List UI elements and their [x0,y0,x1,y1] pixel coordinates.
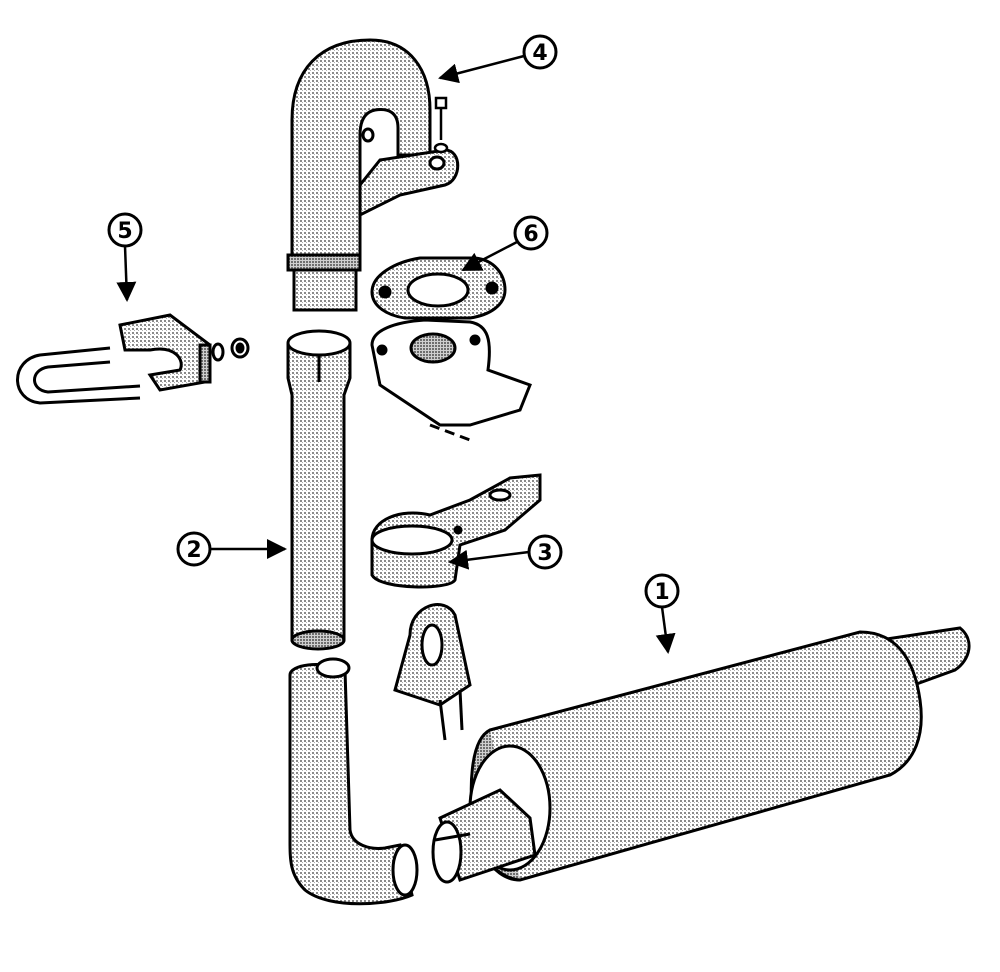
muffler-clamp [393,603,472,741]
callout-2: 2 [176,531,287,567]
muffler [431,626,971,884]
callout-3: 3 [448,534,563,570]
center-pipe [286,329,352,651]
callout-6: 6 [461,215,549,272]
callout-1: 1 [644,573,680,654]
callout-4: 4 [438,34,558,84]
u-bolt-clamp [16,313,250,405]
flange-bolt [433,96,449,154]
pipe-bracket [370,473,542,589]
callout-5: 5 [107,212,143,302]
callout-1-label: 1 [654,580,669,605]
upper-elbow-pipe [286,38,460,312]
callout-4-label: 4 [532,41,547,66]
manifold-outlet [370,318,532,442]
gasket [370,256,507,320]
callout-3-label: 3 [537,541,552,566]
callout-2-label: 2 [186,538,201,563]
callout-5-label: 5 [117,219,132,244]
lower-elbow-pipe [288,657,419,906]
callout-6-label: 6 [523,222,538,247]
